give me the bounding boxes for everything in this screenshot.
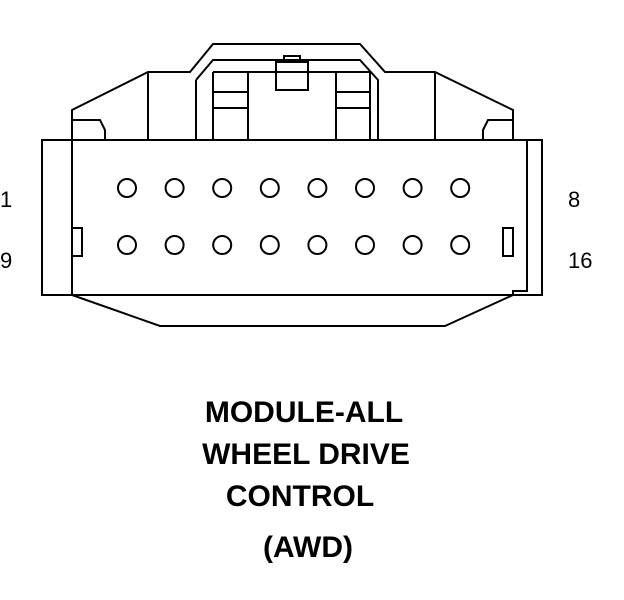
left-key	[71, 227, 83, 257]
latch-tab-slot	[283, 55, 301, 62]
connector-body-outline	[71, 43, 528, 327]
pin-10	[164, 235, 185, 255]
pin-2	[164, 178, 185, 198]
pin-3	[212, 178, 233, 198]
pin-7	[402, 178, 423, 198]
latch-left-rail	[212, 72, 249, 140]
title-line-wheel-drive: WHEEL DRIVE	[202, 438, 410, 471]
title-line-awd: (AWD)	[263, 531, 353, 564]
pin-label-16: 16	[568, 248, 593, 273]
pin-grid	[117, 178, 471, 255]
pin-12	[259, 235, 280, 255]
latch-housing	[195, 59, 379, 140]
pin-1	[117, 178, 137, 198]
pin-5	[307, 178, 328, 198]
pin-6	[355, 178, 375, 198]
pin-11	[212, 235, 233, 255]
pin-label-1: 1	[0, 187, 13, 212]
title-line-module: MODULE-ALL	[204, 396, 404, 429]
pin-13	[307, 235, 328, 255]
latch-tab	[275, 61, 309, 91]
right-key	[502, 227, 514, 257]
pin-15	[402, 235, 423, 255]
pin-label-8: 8	[568, 187, 581, 212]
connector-right-notch	[482, 119, 513, 140]
connector-right-flange	[513, 139, 543, 296]
pin-4	[259, 178, 280, 198]
latch-right-rail	[335, 72, 371, 140]
pin-9	[117, 235, 137, 255]
connector-left-notch	[72, 119, 106, 140]
pin-label-9: 9	[0, 248, 13, 273]
pin-8	[450, 178, 471, 198]
pin-16	[450, 235, 471, 255]
pin-14	[355, 235, 375, 255]
connector-left-flange	[41, 139, 72, 296]
title-line-control: CONTROL	[225, 480, 375, 513]
